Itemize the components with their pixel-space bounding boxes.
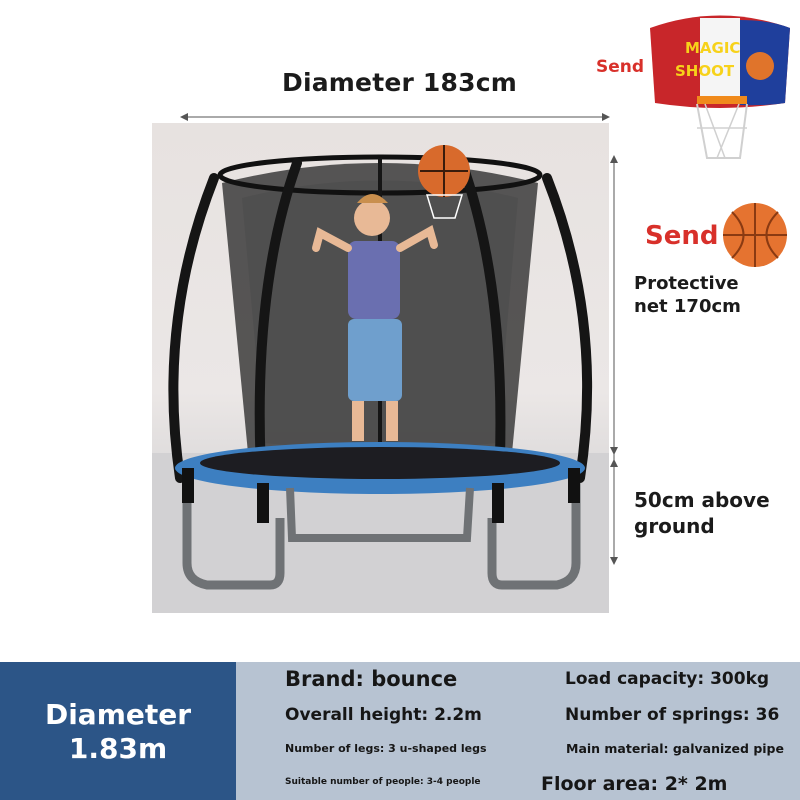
- ground-height-label: 50cm above ground: [634, 487, 794, 539]
- height-label-line2: ground: [634, 514, 715, 538]
- spec-people: Suitable number of people: 3-4 people: [285, 777, 481, 787]
- spec-overall-height: Overall height: 2.2m: [285, 705, 482, 725]
- height-dimension-arrow: [610, 155, 618, 565]
- spec-diameter-line2: 1.83m: [68, 732, 168, 765]
- spec-diameter-text: Diameter 1.83m: [0, 698, 236, 766]
- spec-legs: Number of legs: 3 u-shaped legs: [285, 742, 487, 755]
- spec-diameter-line1: Diameter: [44, 698, 192, 731]
- spec-brand: Brand: bounce: [285, 667, 458, 691]
- diameter-dimension-arrow: [180, 113, 610, 121]
- spec-springs: Number of springs: 36: [565, 705, 780, 725]
- ball-send-label: Send: [645, 221, 719, 251]
- spec-diameter-box: [0, 662, 236, 800]
- net-label-line2: net 170cm: [634, 296, 741, 317]
- height-label-line1: 50cm above: [634, 488, 770, 512]
- spec-load: Load capacity: 300kg: [565, 669, 770, 689]
- diameter-dimension-label: Diameter 183cm: [282, 68, 517, 97]
- trampoline-photo: [152, 123, 609, 613]
- hoop-send-label: Send: [596, 57, 645, 77]
- spec-floor-area: Floor area: 2* 2m: [541, 773, 728, 795]
- hoop-board-text-1: MAGIC: [685, 39, 740, 57]
- net-label-line1: Protective: [634, 273, 739, 294]
- spec-material: Main material: galvanized pipe: [566, 741, 784, 756]
- basketball-icon: [723, 203, 787, 267]
- basketball-hoop-icon: MAGIC SHOOT: [650, 15, 790, 159]
- protective-net-label: Protective net 170cm: [634, 272, 784, 318]
- hoop-board-text-2: SHOOT: [675, 62, 735, 80]
